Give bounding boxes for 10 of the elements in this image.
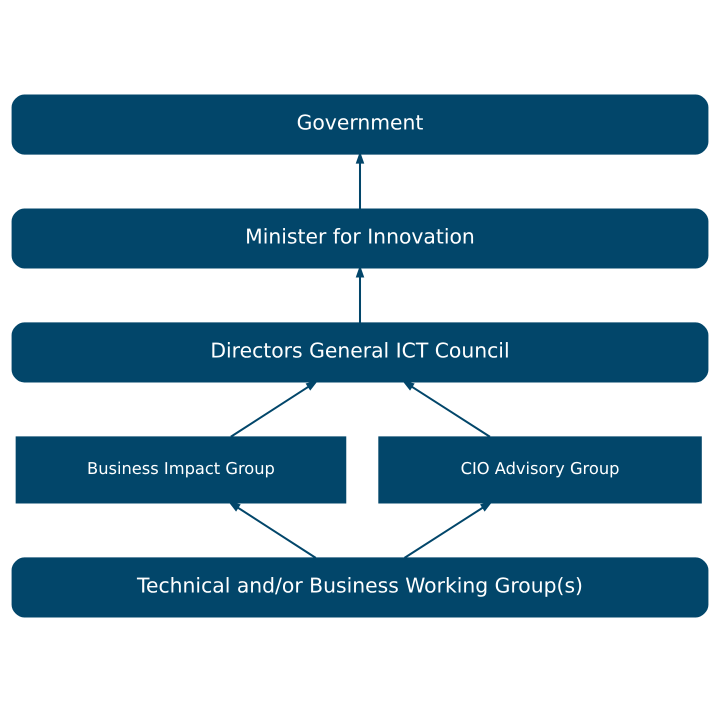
node-box: Minister for Innovation [12, 208, 708, 269]
node-box: CIO Advisory Group [378, 436, 702, 504]
node-box: Government [12, 94, 708, 155]
node-box: Directors General ICT Council [12, 322, 708, 382]
arrow [230, 380, 318, 438]
arrow [404, 501, 493, 559]
node-box: Business Impact Group [16, 436, 346, 504]
node-box: Technical and/or Business Working Group(s) [12, 557, 708, 618]
arrow [402, 380, 490, 438]
arrow [228, 501, 316, 559]
